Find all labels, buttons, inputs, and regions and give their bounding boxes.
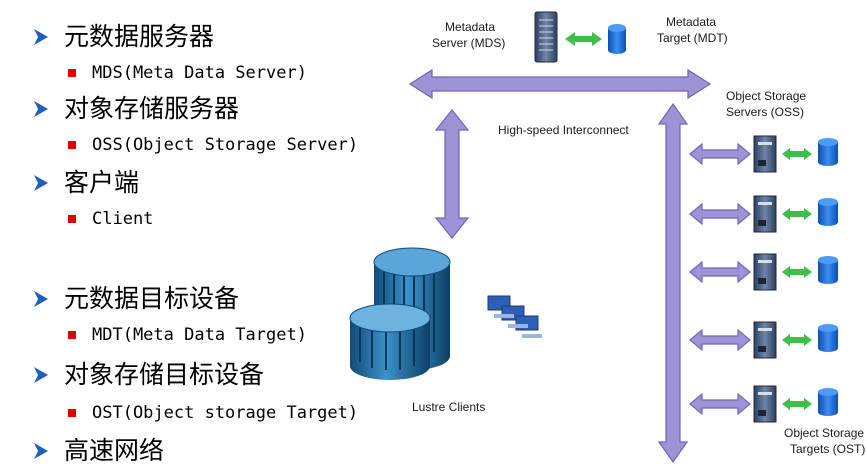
oss-server-icon [753, 195, 777, 233]
interconnect-label: High-speed Interconnect [498, 123, 629, 137]
square-bullet-icon [68, 215, 76, 223]
list-item: 高速网络 [30, 436, 164, 466]
ost-disk-icon [818, 198, 838, 226]
sub-item-label: OST(Object storage Target) [92, 403, 359, 423]
arrow-bullet-icon [34, 175, 48, 191]
list-item: 客户端 [30, 168, 139, 198]
list-item-label: 对象存储服务器 [64, 94, 240, 123]
list-item-label: 元数据服务器 [64, 22, 215, 51]
client-computers-icon [487, 295, 542, 338]
clients-interconnect-arrow [434, 109, 470, 239]
lustre-clients-label: Lustre Clients [412, 400, 485, 414]
oss-label: Object Storage Servers (OSS) [726, 89, 809, 119]
mds-server-icon [534, 11, 558, 63]
mds-mdt-link-arrow [565, 32, 602, 46]
list-item: 对象存储目标设备 [30, 360, 264, 390]
sub-item: Client [68, 208, 153, 230]
oss-ost-link-arrow [782, 334, 812, 346]
square-bullet-icon [68, 409, 76, 417]
oss-link-arrow [689, 392, 751, 416]
arrow-bullet-icon [34, 29, 48, 45]
sub-item: MDT(Meta Data Target) [68, 324, 307, 346]
sub-item: OSS(Object Storage Server) [68, 134, 358, 156]
oss-server-icon [753, 135, 777, 173]
arrow-bullet-icon [34, 101, 48, 117]
oss-link-arrow [689, 202, 751, 226]
interconnect-horizontal-arrow [408, 68, 712, 100]
sub-item-label: OSS(Object Storage Server) [92, 135, 359, 155]
oss-server-icon [753, 253, 777, 291]
mdt-label: Metadata Target (MDT) [657, 15, 728, 45]
square-bullet-icon [68, 331, 76, 339]
oss-link-arrow [689, 260, 751, 284]
ost-disk-icon [818, 324, 838, 352]
lustre-clients-cylinder-icon [349, 247, 451, 380]
oss-ost-link-arrow [782, 208, 812, 220]
sub-item: OST(Object storage Target) [68, 402, 358, 424]
oss-server-icon [753, 321, 777, 359]
oss-ost-link-arrow [782, 398, 812, 410]
oss-server-icon [753, 385, 777, 423]
ost-label: Object Storage Targets (OST) [784, 426, 866, 456]
sub-item: MDS(Meta Data Server) [68, 62, 307, 84]
list-item: 元数据目标设备 [30, 284, 239, 314]
sub-item-label: MDT(Meta Data Target) [92, 325, 307, 345]
sub-item-label: MDS(Meta Data Server) [92, 63, 307, 83]
list-item: 对象存储服务器 [30, 94, 239, 124]
oss-ost-link-arrow [782, 266, 812, 278]
arrow-bullet-icon [34, 291, 48, 307]
list-item-label: 对象存储目标设备 [64, 360, 265, 389]
ost-disk-icon [818, 138, 838, 166]
arrow-bullet-icon [34, 367, 48, 383]
ost-disk-icon [818, 388, 838, 416]
interconnect-arrows [408, 68, 751, 464]
list-item: 元数据服务器 [30, 22, 214, 52]
ost-disk-icon [818, 256, 838, 284]
sub-item-label: Client [92, 209, 154, 229]
mds-label: Metadata Server (MDS) [432, 20, 505, 50]
interconnect-vertical-arrow [657, 102, 689, 464]
oss-ost-link-arrow [782, 148, 812, 160]
list-item-label: 客户端 [64, 168, 140, 197]
mdt-disk-icon [608, 24, 626, 54]
list-item-label: 高速网络 [64, 436, 165, 465]
square-bullet-icon [68, 141, 76, 149]
list-item-label: 元数据目标设备 [64, 284, 240, 313]
arrow-bullet-icon [34, 443, 48, 459]
bullet-list: 元数据服务器 MDS(Meta Data Server) 对象存储服务器 OSS… [0, 0, 400, 474]
square-bullet-icon [68, 69, 76, 77]
oss-link-arrow [689, 328, 751, 352]
oss-link-arrow [689, 142, 751, 166]
